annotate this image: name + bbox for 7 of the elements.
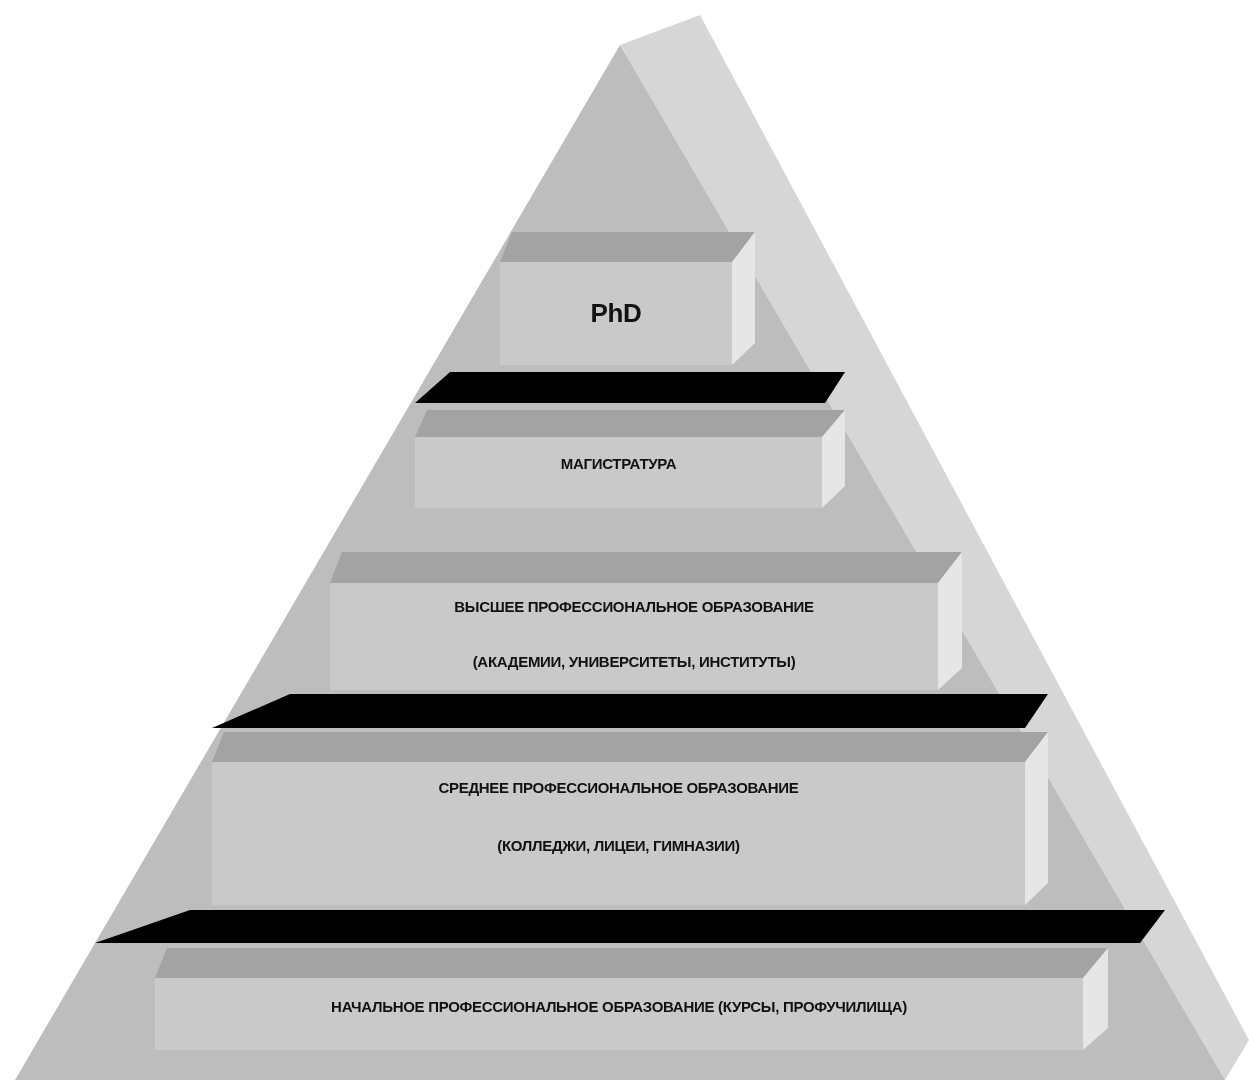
level-subtitle: (АКАДЕМИИ, УНИВЕРСИТЕТЫ, ИНСТИТУТЫ): [471, 653, 797, 670]
level-title: PhD: [589, 298, 643, 329]
level-title: СРЕДНЕЕ ПРОФЕССИОНАЛЬНОЕ ОБРАЗОВАНИЕ: [437, 779, 800, 796]
level-title: ВЫСШЕЕ ПРОФЕССИОНАЛЬНОЕ ОБРАЗОВАНИЕ: [453, 598, 815, 615]
level-title: МАГИСТРАТУРА: [559, 455, 678, 472]
level-subtitle: (КОЛЛЕДЖИ, ЛИЦЕИ, ГИМНАЗИИ): [496, 837, 741, 854]
level-title: НАЧАЛЬНОЕ ПРОФЕССИОНАЛЬНОЕ ОБРАЗОВАНИЕ (КУРСЫ, ПРОФУЧИЛИЩА): [330, 998, 908, 1015]
